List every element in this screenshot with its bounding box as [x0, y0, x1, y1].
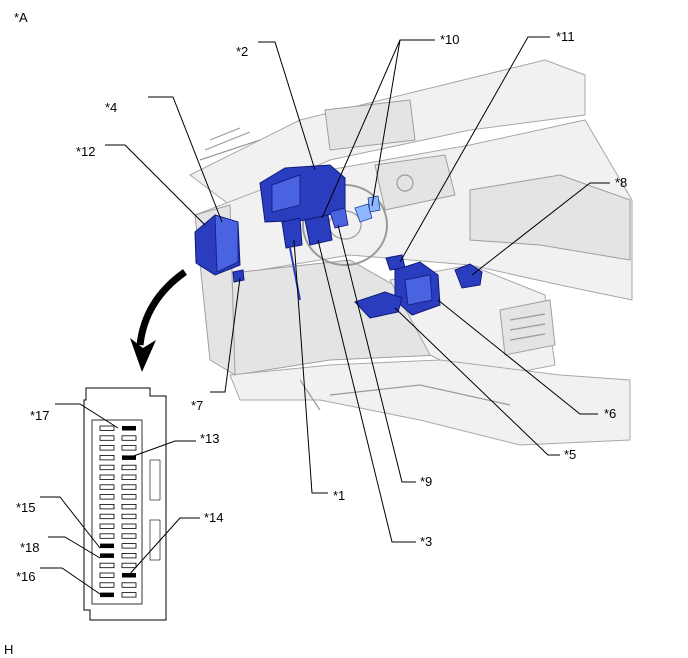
component-5 — [354, 291, 403, 319]
leader-6 — [437, 299, 598, 415]
component-3 — [304, 214, 333, 246]
callout-8: *8 — [615, 175, 627, 190]
leader-10b — [371, 39, 401, 207]
component-10b — [367, 195, 381, 213]
leader-18 — [48, 536, 101, 559]
connector-pin — [121, 533, 137, 539]
connector-pin — [99, 484, 115, 490]
connector-pin — [99, 464, 115, 471]
center-display — [324, 99, 416, 151]
callout-13: *13 — [200, 431, 220, 446]
center-stack — [374, 154, 456, 211]
connector-pin — [99, 582, 115, 588]
leader-1 — [293, 239, 328, 494]
vehicle-interior — [189, 59, 633, 446]
connector-pin — [99, 503, 115, 510]
connector-pin — [121, 445, 137, 451]
view-label: *A — [14, 10, 28, 25]
leader-5 — [394, 307, 560, 456]
callout-4: *4 — [105, 100, 117, 115]
callout-16: *16 — [16, 569, 36, 584]
labels: *A *2 *4 *12 *10 *11 *8 *7 *6 *5 *9 *1 *… — [4, 10, 627, 657]
connector-pin — [121, 503, 137, 510]
connector-pin — [99, 533, 115, 539]
connector-pin — [122, 426, 136, 431]
connector-pin — [99, 425, 115, 431]
leader-lines — [40, 36, 610, 595]
callout-3: *3 — [420, 534, 432, 549]
callout-9: *9 — [420, 474, 432, 489]
callout-15: *15 — [16, 500, 36, 515]
component-8 — [454, 263, 483, 289]
connector-pin — [121, 513, 137, 520]
dashboard-body — [194, 119, 633, 301]
callout-5: *5 — [564, 447, 576, 462]
connector-pin — [99, 494, 115, 500]
leader-4 — [148, 96, 223, 223]
connector-pins — [99, 425, 137, 598]
component-9 — [329, 207, 349, 229]
connector-pin — [121, 474, 137, 480]
connector-pin — [99, 513, 115, 520]
callout-6: *6 — [604, 406, 616, 421]
connector-pin — [121, 523, 137, 529]
connector-pin — [121, 553, 137, 559]
leader-11 — [399, 36, 550, 263]
connector-pin — [100, 553, 114, 558]
view-arrow — [136, 269, 188, 346]
connector-pin — [121, 435, 137, 441]
connector-face — [83, 387, 167, 621]
highlighted-components — [194, 164, 483, 319]
connector-pin — [99, 454, 115, 461]
leader-3 — [317, 239, 416, 543]
floor — [229, 359, 631, 446]
component-10a — [354, 203, 373, 223]
connector-pin — [121, 582, 137, 588]
passenger-dash — [469, 174, 631, 261]
callout-17: *17 — [30, 408, 50, 423]
connector-pin — [99, 572, 115, 578]
leader-2 — [258, 41, 316, 171]
callout-12: *12 — [76, 144, 96, 159]
connector-pin — [99, 523, 115, 529]
footer-code: H — [4, 642, 13, 657]
connector-pin — [121, 464, 137, 471]
connector-pin — [99, 562, 115, 569]
leader-15 — [40, 496, 101, 549]
callout-2: *2 — [236, 44, 248, 59]
callout-14: *14 — [204, 510, 224, 525]
leader-12 — [105, 144, 206, 226]
callout-1: *1 — [333, 488, 345, 503]
leader-17 — [55, 403, 119, 429]
leader-8 — [471, 182, 610, 276]
connector-pin — [99, 445, 115, 451]
connector-pin — [121, 494, 137, 500]
connector-pin — [121, 543, 137, 549]
component-1 — [281, 217, 303, 249]
leader-7 — [210, 277, 241, 393]
connector-pin — [121, 592, 137, 598]
callout-7: *7 — [191, 398, 203, 413]
connector-pin — [121, 484, 137, 490]
connector-pin — [100, 592, 114, 598]
callout-11: *11 — [556, 29, 575, 44]
connector-pin — [99, 435, 115, 441]
leader-9 — [337, 224, 416, 483]
leader-13 — [127, 440, 196, 459]
connector-pin — [99, 474, 115, 480]
connector-pin — [100, 543, 114, 549]
callout-18: *18 — [20, 540, 40, 555]
callout-10: *10 — [440, 32, 460, 47]
leader-14 — [127, 517, 200, 577]
arrow-head — [130, 338, 156, 372]
component-7 — [232, 269, 245, 283]
leader-16 — [40, 567, 101, 595]
connector-pin — [121, 562, 137, 569]
